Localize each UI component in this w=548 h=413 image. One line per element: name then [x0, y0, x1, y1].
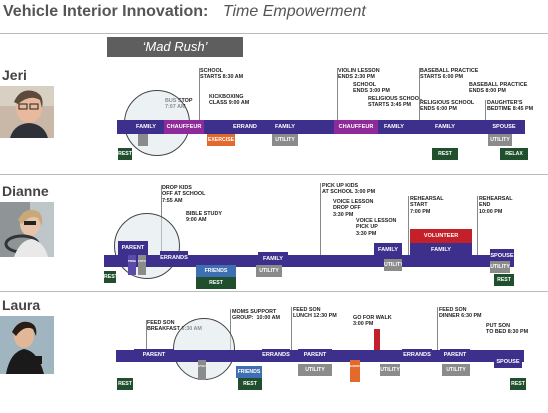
block-utility: UTILITY [256, 265, 282, 277]
block-walk-marker [374, 329, 380, 350]
block-utility: UTILITY [298, 364, 332, 376]
annotation-label: PUT SON TO BED 8:30 PM [486, 323, 529, 336]
block-exercise: EXERCISE [207, 134, 235, 146]
annotation-label: SCHOOL STARTS 8:30 AM [200, 68, 244, 81]
subtitle-text: Time Empowerment [222, 3, 366, 20]
annotation-label: BIBLE STUDY 9:00 AM [186, 211, 222, 224]
annotation-leader [230, 309, 231, 350]
block-rest: REST [510, 378, 526, 390]
block-rest: REST [494, 274, 514, 286]
block-rest: REST [432, 148, 458, 160]
photo-jeri [0, 86, 54, 138]
block-utility: UTILITY [380, 364, 400, 376]
annotation-label: BASEBALL PRACTICE ENDS 8:00 PM [469, 82, 528, 95]
block-rest: REST [238, 378, 262, 390]
photo-dianne [0, 202, 54, 257]
block-utility: UTILITY [490, 261, 510, 273]
annotation-label: VOICE LESSON PICK UP 3:30 PM [356, 218, 397, 237]
photo-laura [0, 316, 54, 374]
segment-parent: PARENT [134, 349, 174, 361]
segment-family: FAMILY [382, 120, 406, 134]
segment-volunteer: VOLUNTEER [410, 229, 472, 243]
segment-parent: PARENT [118, 241, 148, 255]
block-exercise: EXERCISE [350, 360, 360, 382]
annotation-leader [437, 307, 438, 350]
block-utility-mark [138, 134, 148, 146]
segment-family: FAMILY [268, 120, 302, 134]
segment-errands: ERRANDS [160, 251, 188, 265]
annotation-label: FEED SON DINNER 6:30 PM [439, 307, 482, 320]
segment-family: FAMILY [258, 252, 288, 266]
title-divider [0, 33, 548, 34]
segment-spouse: SPOUSE [490, 120, 518, 134]
segment-chauffeur: CHAUFFEUR [164, 120, 204, 134]
annotation-leader [419, 68, 420, 120]
segment-spouse: SPOUSE [490, 249, 514, 261]
segment-family: FAMILY [410, 243, 472, 257]
person-name-laura: Laura [2, 297, 41, 313]
annotation-leader [485, 100, 486, 120]
block-utility: UTILITY [198, 360, 206, 380]
timeline-track-dianne [104, 255, 514, 267]
annotation-leader [408, 196, 409, 255]
annotation-label: GO FOR WALK 3:00 PM [353, 315, 392, 328]
annotation-label: VIOLIN LESSON ENDS 2:30 PM [338, 68, 380, 81]
row-divider [0, 174, 548, 175]
block-future: FUTURE [138, 255, 146, 275]
segment-errands: ERRANDS [262, 349, 290, 361]
block-utility: UTILITY [384, 259, 402, 271]
annotation-leader [477, 196, 478, 255]
block-utility: UTILITY [488, 134, 512, 146]
annotation-label: PICK UP KIDS AT SCHOOL 3:00 PM [322, 183, 376, 196]
block-rest: REST [104, 271, 116, 283]
annotation-label: VOICE LESSON DROP OFF 3:30 PM [333, 199, 374, 218]
annotation-label: RELIGIOUS SCHOOL ENDS 6:00 PM [420, 100, 475, 113]
block-friends: FRIENDS [236, 366, 262, 378]
annotation-leader [199, 68, 200, 120]
block-relax: RELAX [500, 148, 528, 160]
annotation-label: REHEARSAL START 7:00 PM [410, 196, 444, 215]
annotation-label: MOMS SUPPORT GROUP: 10:00 AM [232, 309, 281, 322]
block-utility: UTILITY [442, 364, 470, 376]
block-rest: REST [117, 378, 133, 390]
block-friends: FRIENDS [196, 265, 236, 277]
block-rest: REST [118, 148, 132, 160]
segment-errands: ERRANDS [402, 349, 432, 361]
segment-family: FAMILY [430, 120, 460, 134]
mad-rush-banner: ‘Mad Rush’ [107, 37, 243, 57]
block-primary: PRIMARY [128, 255, 136, 275]
person-name-dianne: Dianne [2, 183, 49, 199]
segment-chauffeur: CHAUFFEUR [334, 120, 378, 134]
annotation-leader [291, 307, 292, 350]
segment-family: FAMILY [374, 243, 402, 257]
diagram-title: Vehicle Interior Innovation: Time Empowe… [3, 3, 366, 21]
timeline-track-jeri [117, 120, 525, 134]
annotation-label: KICKBOXING CLASS 9:00 AM [209, 94, 250, 107]
annotation-leader [320, 183, 321, 255]
annotation-label: DAUGHTER'S BEDTIME 8:45 PM [487, 100, 534, 113]
segment-parent: PARENT [440, 349, 470, 361]
annotation-label: FEED SON LUNCH 12:30 PM [293, 307, 337, 320]
segment-spouse: SPOUSE [494, 356, 522, 368]
block-rest: REST [196, 277, 236, 289]
segment-errand: ERRAND [230, 120, 260, 134]
segment-family: FAMILY [128, 120, 164, 134]
annotation-leader [337, 68, 338, 120]
annotation-label: BASEBALL PRACTICE STARTS 6:00 PM [420, 68, 479, 81]
title-text: Vehicle Interior Innovation: [3, 3, 209, 20]
annotation-label: SCHOOL ENDS 3:00 PM [353, 82, 390, 95]
person-name-jeri: Jeri [2, 67, 27, 83]
annotation-label: REHEARSAL END 10:00 PM [479, 196, 513, 215]
block-utility: UTILITY [272, 134, 298, 146]
row-divider [0, 291, 548, 292]
annotation-label: RELIGIOUS SCHOOL STARTS 3:45 PM [368, 96, 423, 109]
annotation-label: DROP KIDS OFF AT SCHOOL 7:55 AM [162, 185, 206, 204]
annotation-leader [146, 320, 147, 350]
segment-parent: PARENT [298, 349, 332, 361]
